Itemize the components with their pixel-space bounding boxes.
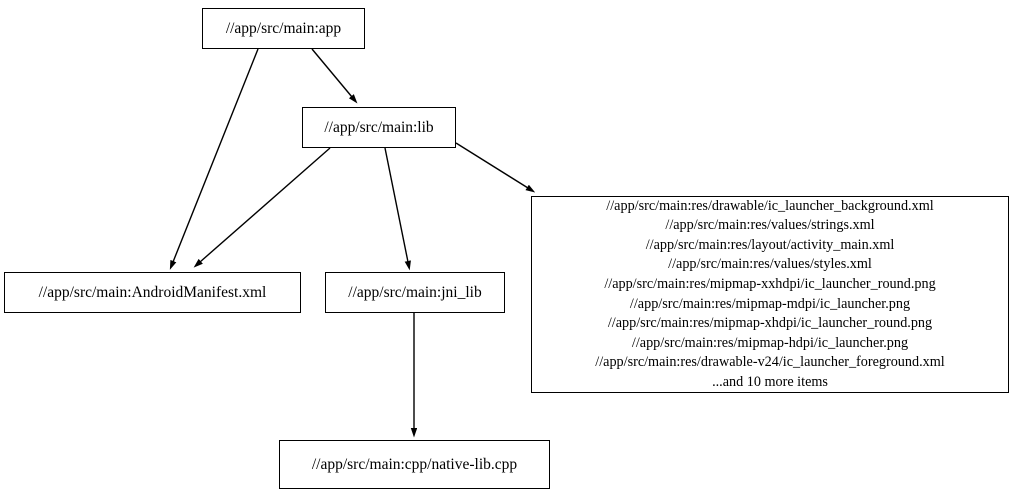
node-app-label: //app/src/main:app <box>225 19 342 37</box>
node-android-manifest-label: //app/src/main:AndroidManifest.xml <box>38 283 267 301</box>
edge-lib-to-resources <box>455 142 536 193</box>
node-lib-label: //app/src/main:lib <box>324 118 434 136</box>
edge-app-to-android-manifest <box>169 48 259 270</box>
edge-lib-to-android-manifest <box>193 147 331 268</box>
node-jni-lib-label: //app/src/main:jni_lib <box>348 283 482 301</box>
node-android-manifest[interactable]: //app/src/main:AndroidManifest.xml <box>4 272 301 313</box>
node-resources[interactable]: //app/src/main:res/drawable/ic_launcher_… <box>531 196 1009 393</box>
node-native-lib-cpp-label: //app/src/main:cpp/native-lib.cpp <box>311 455 518 473</box>
node-resources-label: //app/src/main:res/drawable/ic_launcher_… <box>595 197 945 390</box>
node-app[interactable]: //app/src/main:app <box>202 8 365 49</box>
node-jni-lib[interactable]: //app/src/main:jni_lib <box>325 272 505 313</box>
edge-app-to-lib <box>311 48 358 104</box>
node-lib[interactable]: //app/src/main:lib <box>302 107 456 148</box>
edge-lib-to-jni-lib <box>384 147 411 271</box>
node-native-lib-cpp[interactable]: //app/src/main:cpp/native-lib.cpp <box>279 440 550 489</box>
